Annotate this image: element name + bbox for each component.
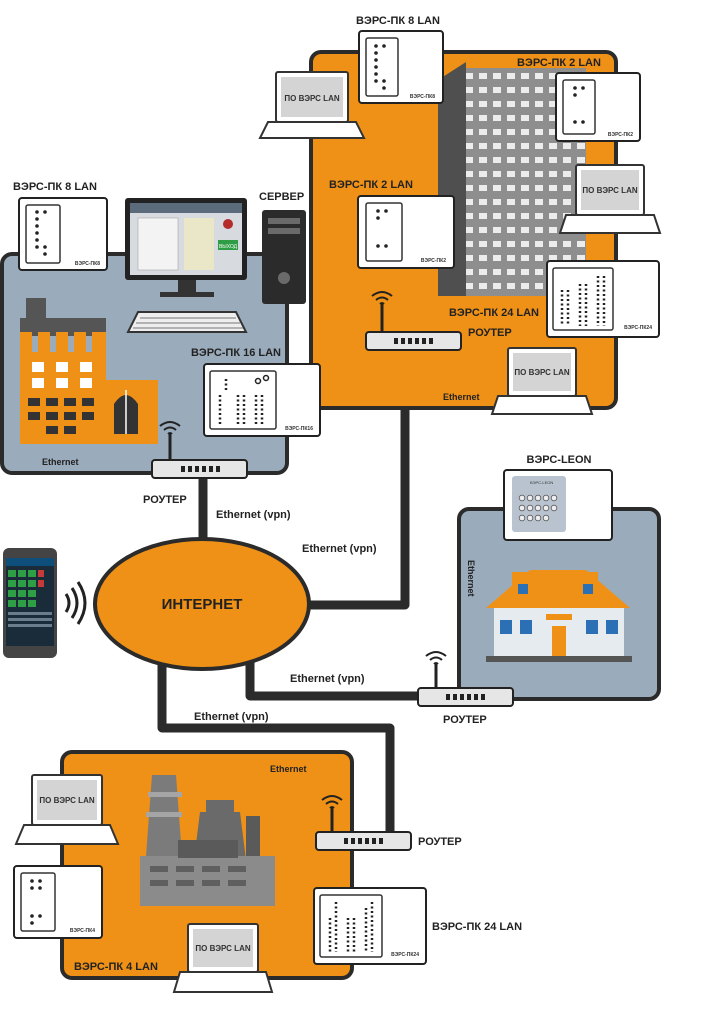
laptop-top-right-3[interactable]: ПО ВЭРС LAN (490, 347, 594, 415)
laptop-top-right-1[interactable]: ПО ВЭРС LAN (258, 71, 366, 139)
device-leon: ВЭРС-LEON (503, 469, 613, 541)
cable-top-router (305, 348, 410, 610)
ethernet-label-bottom: Ethernet (270, 764, 307, 774)
internet-label: ИНТЕРНЕТ (162, 596, 243, 613)
device-title-bottom-pk4: ВЭРС-ПК 4 LAN (74, 961, 158, 973)
eth-vpn-label-3: Ethernet (vpn) (290, 673, 365, 685)
device-tr-pk2b: ВЭРС-ПК2 (357, 195, 455, 269)
server-tower (262, 210, 306, 304)
router-label-left: РОУТЕР (143, 494, 187, 506)
laptop-top-right-2[interactable]: ПО ВЭРС LAN (558, 164, 662, 234)
svg-text:ВЭРС-ПК2: ВЭРС-ПК2 (608, 132, 633, 138)
ethernet-label-top-right: Ethernet (443, 392, 480, 402)
exit-button[interactable] (218, 240, 238, 250)
device-title-leon: ВЭРС-LEON (527, 454, 592, 466)
router-bottom[interactable] (315, 795, 412, 851)
device-tr-pk24: ВЭРС-ПК24 (546, 260, 660, 338)
svg-text:ВЭРС-ПК24: ВЭРС-ПК24 (391, 952, 419, 958)
smartphone[interactable] (3, 548, 87, 658)
device-title-left-pk8: ВЭРС-ПК 8 LAN (13, 181, 97, 193)
device-tr-pk8: ВЭРС-ПК8 (358, 30, 444, 104)
power-plant (140, 775, 275, 906)
house (486, 570, 632, 662)
laptop-screen-text: ПО ВЭРС LAN (284, 94, 339, 103)
eth-vpn-label-4: Ethernet (vpn) (194, 711, 269, 723)
svg-text:ВЭРС-ПК8: ВЭРС-ПК8 (410, 94, 435, 100)
device-title-tr-pk8: ВЭРС-ПК 8 LAN (356, 15, 440, 27)
device-title-tr-pk24: ВЭРС-ПК 24 LAN (449, 307, 539, 319)
device-left-pk16: ВЭРС-ПК16 (203, 363, 321, 437)
laptop-bottom-1[interactable]: ПО ВЭРС LAN (14, 774, 120, 845)
eth-vpn-label-1: Ethernet (vpn) (216, 509, 291, 521)
svg-text:ВЭРС-ПК2: ВЭРС-ПК2 (421, 258, 446, 264)
device-title-bottom-pk24: ВЭРС-ПК 24 LAN (432, 921, 522, 933)
bottom-site: Ethernet ПО ВЭРС LAN ВЭРС-ПК4 ВЭРС (13, 750, 522, 993)
device-bottom-pk24: ВЭРС-ПК24 (313, 887, 427, 965)
svg-text:ПО ВЭРС LAN: ПО ВЭРС LAN (39, 796, 94, 805)
device-title-tr-pk2b: ВЭРС-ПК 2 LAN (329, 179, 413, 191)
router-label-bottom: РОУТЕР (418, 836, 462, 848)
device-title-tr-pk2: ВЭРС-ПК 2 LAN (517, 57, 601, 69)
svg-text:ПО ВЭРС LAN: ПО ВЭРС LAN (514, 368, 569, 377)
wireless-signal-icon (64, 581, 87, 625)
server-label: СЕРВЕР (259, 191, 304, 203)
monitor[interactable]: ВЫХОД (125, 198, 247, 297)
left-site: Ethernet ВЭРС-ПК 8 LAN ВЭРС-ПК8 ВЫХОД (0, 181, 321, 506)
router-left[interactable] (151, 421, 248, 479)
svg-text:ВЭРС-LEON: ВЭРС-LEON (530, 480, 553, 485)
internet-cloud: ИНТЕРНЕТ (93, 537, 311, 671)
eth-vpn-label-2: Ethernet (vpn) (302, 543, 377, 555)
device-title-left-pk16: ВЭРС-ПК 16 LAN (191, 347, 281, 359)
router-label-top: РОУТЕР (468, 327, 512, 339)
device-left-pk8: ВЭРС-ПК8 (18, 197, 108, 271)
svg-text:ВЭРС-ПК8: ВЭРС-ПК8 (75, 261, 100, 267)
ethernet-label-house: Ethernet (466, 560, 476, 597)
device-bottom-pk4: ВЭРС-ПК4 (13, 865, 103, 939)
svg-text:ПО ВЭРС LAN: ПО ВЭРС LAN (582, 186, 637, 195)
svg-text:ВЭРС-ПК4: ВЭРС-ПК4 (70, 928, 95, 934)
left-building (20, 298, 158, 444)
top-right-site: Ethernet ПО ВЭРС LAN ВЭРС-ПК 8 LAN ВЭРС-… (258, 15, 662, 415)
svg-text:ВЭРС-ПК24: ВЭРС-ПК24 (624, 325, 652, 331)
device-tr-pk2: ВЭРС-ПК2 (555, 72, 641, 142)
svg-text:ВЭРС-ПК16: ВЭРС-ПК16 (285, 426, 313, 432)
keyboard[interactable] (126, 311, 248, 333)
svg-text:ПО ВЭРС LAN: ПО ВЭРС LAN (195, 944, 250, 953)
svg-text:ВЫХОД: ВЫХОД (219, 244, 238, 250)
laptop-bottom-2[interactable]: ПО ВЭРС LAN (172, 923, 274, 993)
router-house[interactable] (417, 651, 514, 707)
house-site: Ethernet ВЭРС-LEON ВЭРС-LEON (417, 454, 661, 726)
ethernet-label-left: Ethernet (42, 457, 79, 467)
router-top[interactable] (365, 291, 462, 351)
router-label-house: РОУТЕР (443, 714, 487, 726)
